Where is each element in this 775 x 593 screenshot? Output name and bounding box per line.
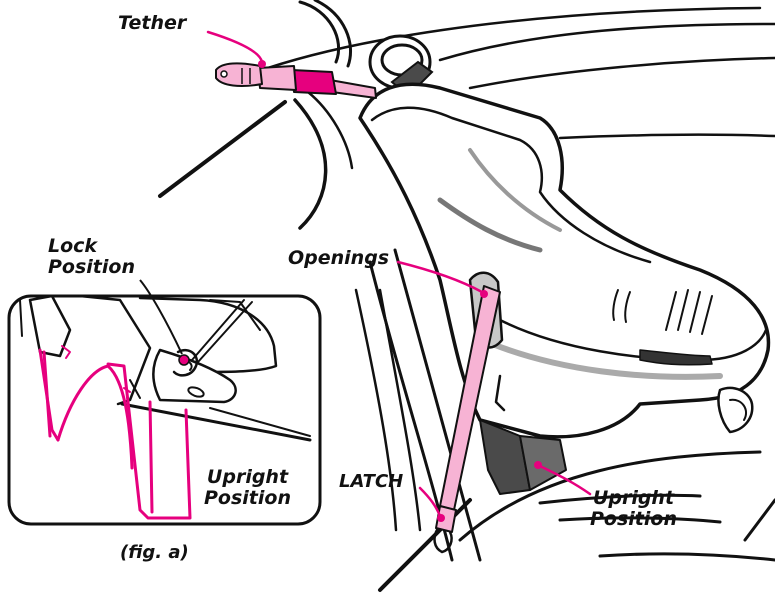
main-upright-line2: Position	[590, 509, 677, 530]
lock-position-dot	[179, 355, 189, 365]
lock-position-line1: Lock	[48, 236, 135, 257]
lock-position-line2: Position	[48, 257, 135, 278]
upright-pointer-dot	[534, 461, 542, 469]
lock-position-label: Lock Position	[48, 236, 135, 278]
tether-strap	[216, 63, 376, 98]
main-upright-position-label: Upright Position	[590, 488, 677, 530]
openings-pointer-dot	[480, 290, 488, 298]
inset-upright-position-label: Upright Position	[204, 467, 291, 509]
latch-pointer-dot	[437, 514, 445, 522]
inset-upright-line1: Upright	[204, 467, 291, 488]
main-upright-line1: Upright	[590, 488, 677, 509]
tether-pointer-dot	[258, 60, 266, 68]
tether-label: Tether	[118, 13, 186, 34]
openings-label: Openings	[288, 248, 389, 269]
latch-label: LATCH	[339, 472, 403, 492]
figure-caption: (fig. a)	[120, 543, 189, 563]
car-seat	[360, 84, 768, 494]
inset-upright-line2: Position	[204, 488, 291, 509]
